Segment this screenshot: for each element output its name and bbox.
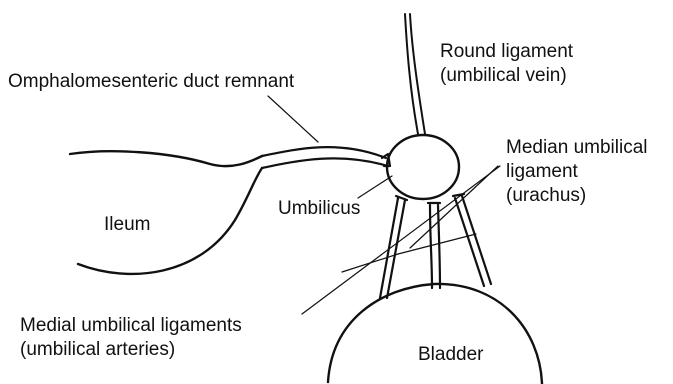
- label-omphalomesenteric-text: Omphalomesenteric duct remnant: [8, 70, 294, 94]
- label-umbilicus: Umbilicus: [278, 197, 360, 221]
- label-median-umbilical-line2: ligament: [506, 160, 648, 184]
- label-round-ligament: Round ligament (umbilical vein): [440, 40, 573, 88]
- ileum: [70, 151, 262, 274]
- omphalomesenteric-duct: [262, 147, 390, 168]
- label-bladder-text: Bladder: [418, 343, 484, 367]
- label-median-umbilical-line3: (urachus): [506, 184, 648, 208]
- bladder-outline: [328, 284, 542, 384]
- round-ligament: [405, 14, 425, 134]
- label-bladder: Bladder: [418, 343, 484, 367]
- label-omphalomesenteric: Omphalomesenteric duct remnant: [8, 70, 294, 94]
- umbilical-ligaments: [380, 194, 491, 298]
- label-round-ligament-line1: Round ligament: [440, 40, 573, 64]
- label-medial-umbilical-line1: Medial umbilical ligaments: [20, 314, 242, 338]
- label-median-umbilical-line1: Median umbilical: [506, 136, 648, 160]
- umbilicus-circle: [387, 135, 459, 199]
- label-medial-umbilical-line2: (umbilical arteries): [20, 338, 242, 362]
- label-ileum-text: Ileum: [104, 213, 150, 237]
- label-median-umbilical: Median umbilical ligament (urachus): [506, 136, 648, 208]
- label-medial-umbilical: Medial umbilical ligaments (umbilical ar…: [20, 314, 242, 362]
- label-ileum: Ileum: [104, 213, 150, 237]
- label-umbilicus-text: Umbilicus: [278, 197, 360, 221]
- label-round-ligament-line2: (umbilical vein): [440, 64, 573, 88]
